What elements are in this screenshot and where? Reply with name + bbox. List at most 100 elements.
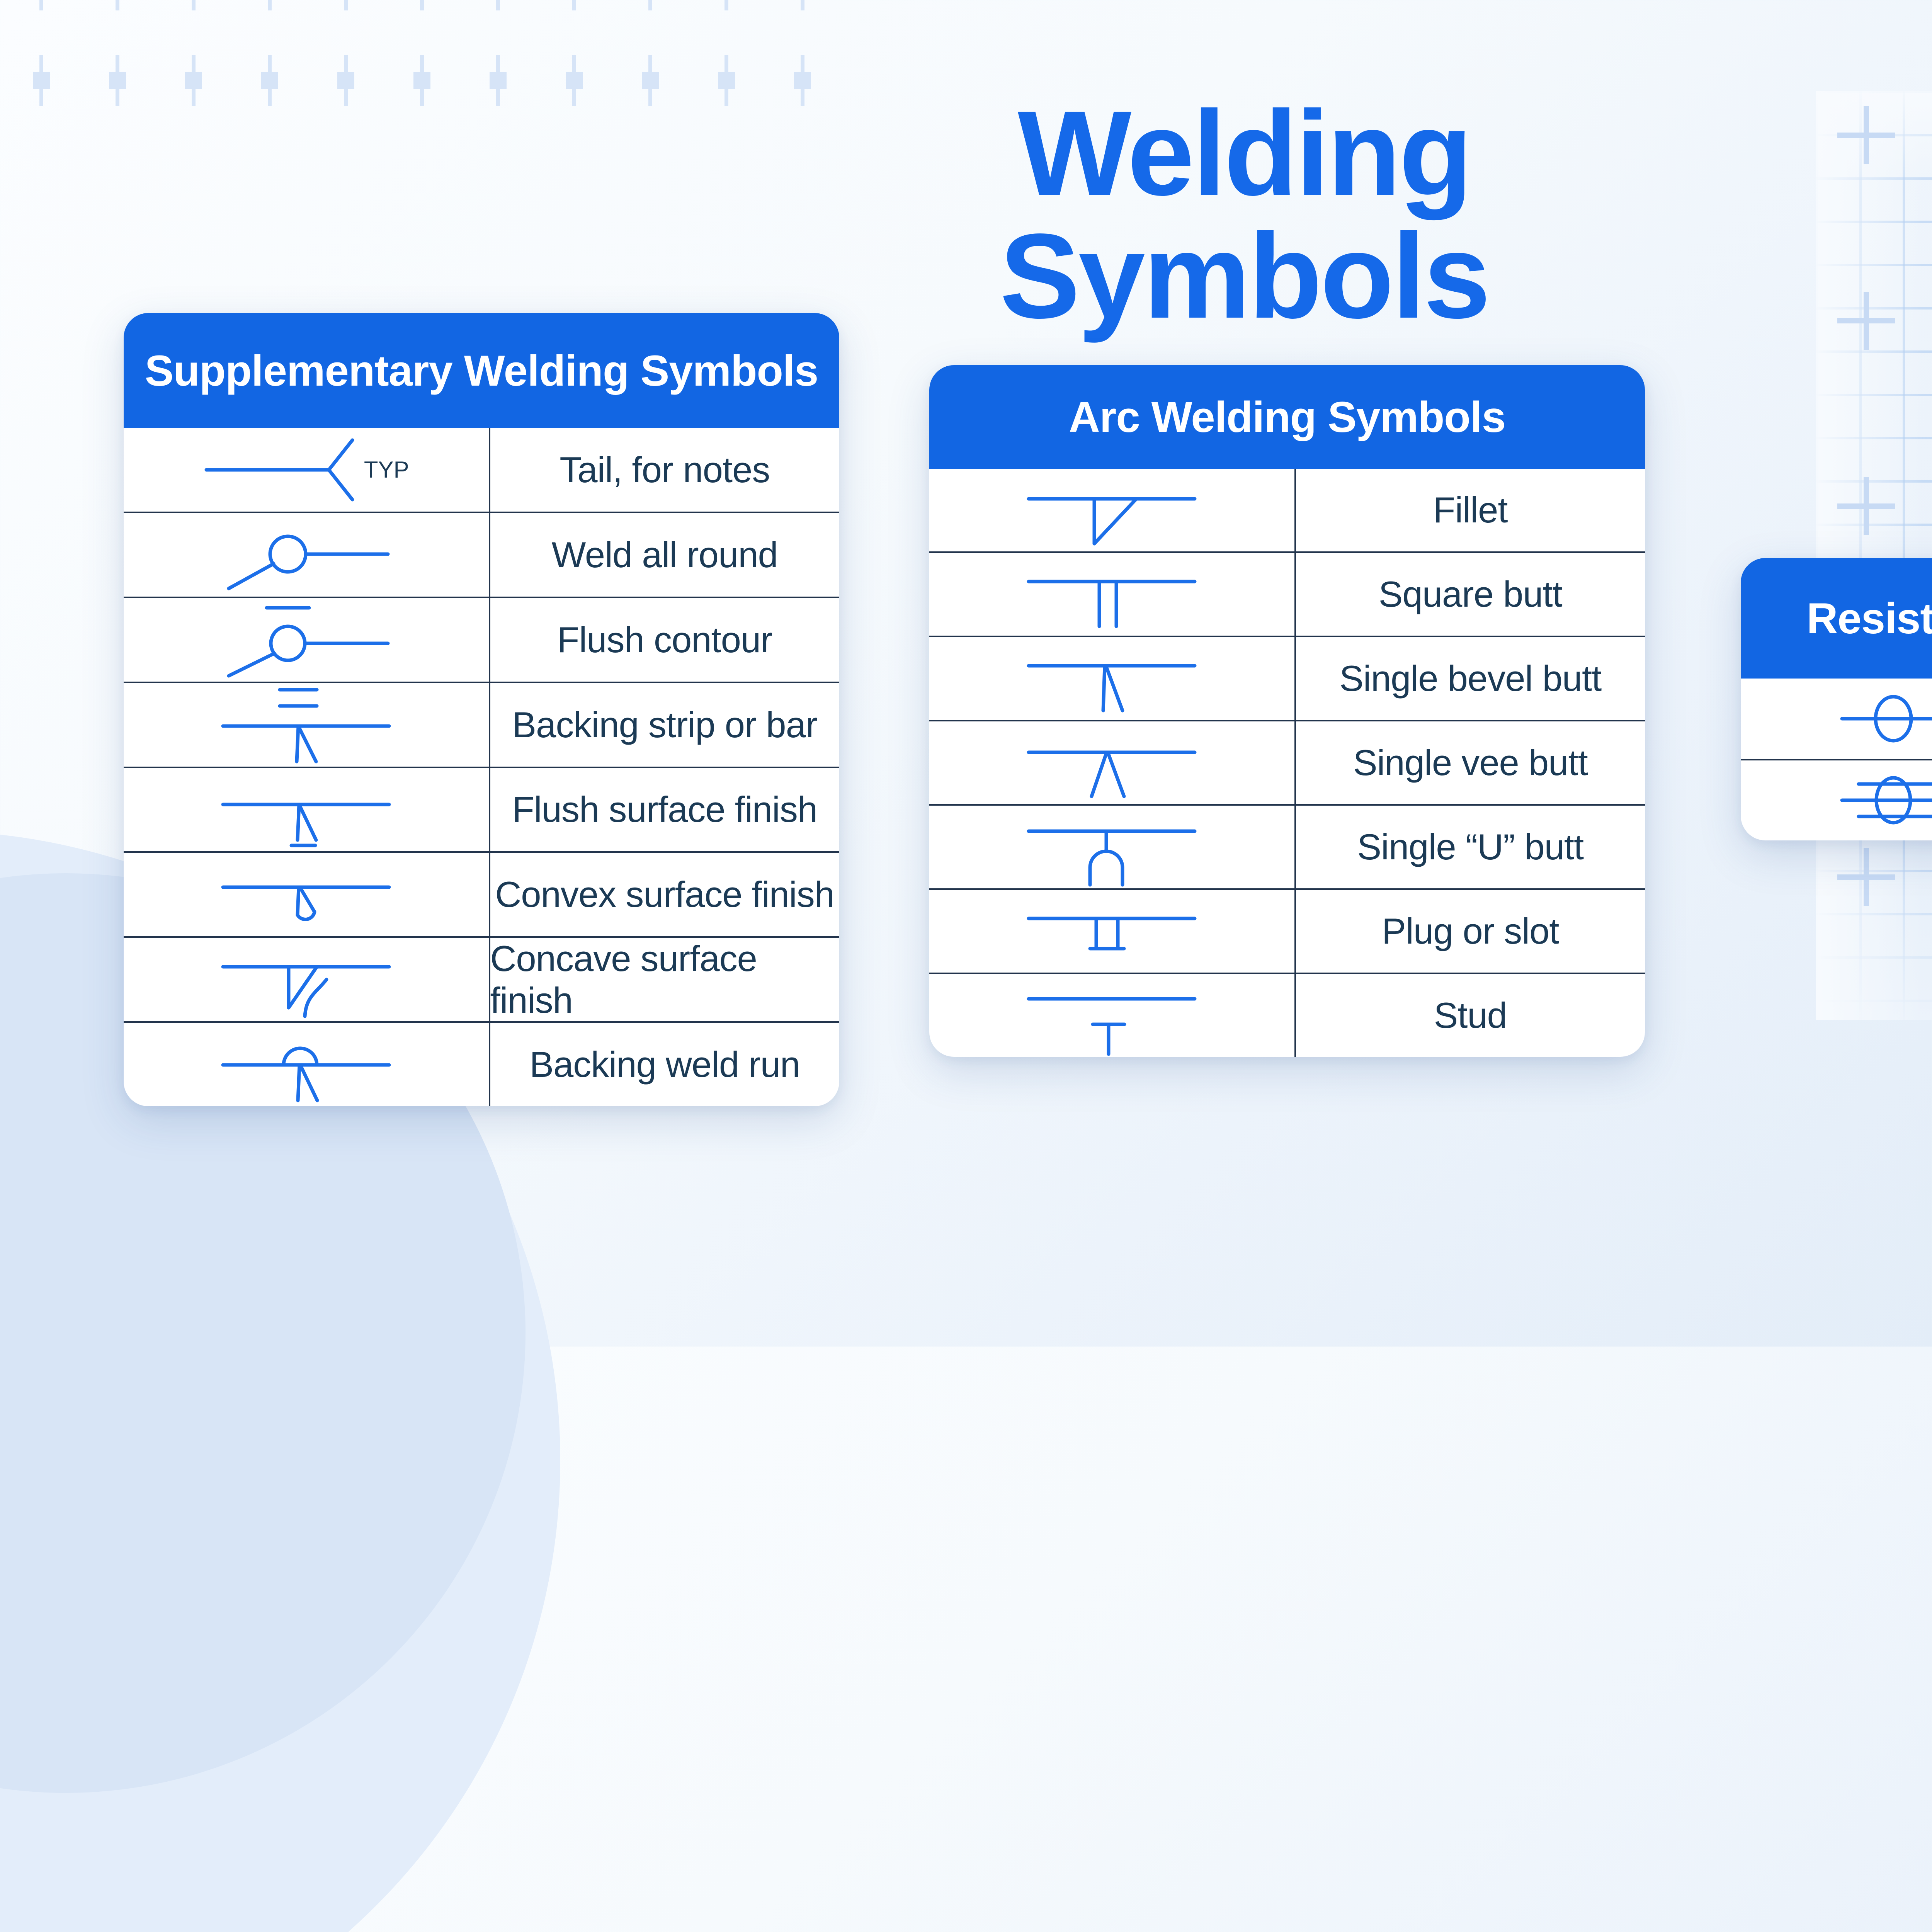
plus-icon [479,55,517,106]
backing-strip-or-bar-symbol-icon [221,688,391,764]
table-title: Resistance Welding Symbols [1741,558,1932,679]
table-row: Single bevel butt [929,636,1645,720]
symbol-cell [929,806,1296,888]
table-row: Flush surface finish [124,766,839,852]
plus-stub-icon [192,0,196,10]
table-row: Spot [1741,679,1932,759]
symbol-label: Concave surface finish [490,938,757,1021]
table-row: Weld all round [124,511,839,597]
symbol-label: Tail, for notes [560,449,770,490]
plus-icon [250,55,289,106]
symbol-label: Weld all round [551,534,778,575]
weld-all-round-symbol-icon [227,534,390,590]
plus-stub-icon [648,0,652,10]
symbol-cell [124,598,490,682]
stud-symbol-icon [1027,997,1197,1056]
plus-stub-icon [344,0,348,10]
symbol-label: Square butt [1378,574,1563,614]
symbol-label: Fillet [1433,490,1508,530]
table-row: Backing strip or bar [124,681,839,767]
symbol-label: Stud [1434,995,1507,1036]
table-row: Single vee butt [929,720,1645,804]
table-row: Backing weld run [124,1021,839,1106]
plus-stub-icon [116,0,119,10]
plus-stub-icon [420,0,424,10]
plus-icon [98,55,137,106]
grid-plus-icon [1837,477,1895,535]
grid-plus-icon [1837,292,1895,350]
tail-symbol-icon [204,438,354,502]
table-row: Seam [1741,759,1932,841]
plus-icon [555,55,594,106]
flush-surface-finish-symbol-icon [221,803,391,847]
symbol-label: Backing weld run [529,1044,800,1085]
symbol-label: Single bevel butt [1339,658,1602,699]
spot-symbol-icon [1840,695,1932,743]
supplementary-welding-symbols-table: Supplementary Welding Symbols TYP Tail, … [124,313,839,1106]
symbol-cell [929,890,1296,973]
symbol-label: Convex surface finish [495,874,835,915]
square-butt-symbol-icon [1027,580,1197,628]
table-rows: Spot Seam [1741,679,1932,840]
symbol-label: Plug or slot [1382,911,1559,951]
symbol-cell [929,721,1296,804]
symbol-label: Flush contour [557,619,773,660]
plus-icon [403,55,441,106]
table-title: Arc Welding Symbols [929,365,1645,469]
symbol-cell [1741,760,1932,841]
table-row: TYP Tail, for notes [124,428,839,512]
plus-sign-row [22,0,911,112]
symbol-label: Flush surface finish [512,789,818,830]
symbol-cell [929,637,1296,720]
plus-stub-icon [39,0,43,10]
single-vee-butt-symbol-icon [1027,750,1197,798]
plus-stub-icon [801,0,804,10]
table-rows: Fillet Square butt Single bevel butt [929,469,1645,1057]
fillet-symbol-icon [1027,497,1197,546]
symbol-cell [124,513,490,597]
arc-welding-symbols-table: Arc Welding Symbols Fillet Square butt [929,365,1645,1057]
symbol-cell [929,974,1296,1057]
plus-stub-icon [496,0,500,10]
table-row: Stud [929,973,1645,1057]
blueprint-grid-fade [1816,91,1932,1020]
typ-note: TYP [364,457,409,483]
plus-stub-icon [572,0,576,10]
plus-icon [707,55,746,106]
table-row: Convex surface finish [124,851,839,937]
plus-icon [22,55,61,106]
grid-plus-markers [1816,91,1932,1020]
plus-icon [783,55,822,106]
symbol-cell [124,683,490,767]
flush-contour-symbol-icon [227,606,390,678]
plus-icon [631,55,670,106]
plus-stub-icon [724,0,728,10]
symbol-label: Single vee butt [1353,742,1588,783]
table-row: Square butt [929,551,1645,636]
grid-plus-icon [1837,106,1895,164]
table-rows: TYP Tail, for notes Weld all round Flush… [124,428,839,1106]
plus-stub-icon [268,0,272,10]
symbol-cell [124,768,490,852]
symbol-cell [1741,679,1932,759]
single-u-butt-symbol-icon [1027,829,1197,886]
table-title: Supplementary Welding Symbols [124,313,839,428]
table-row: Plug or slot [929,888,1645,973]
symbol-cell [929,469,1296,551]
symbol-cell [929,553,1296,636]
symbol-cell [124,938,490,1022]
plus-icon [327,55,365,106]
table-row: Single “U” butt [929,804,1645,888]
page-title: Welding Symbols [1000,86,1490,344]
seam-symbol-icon [1840,776,1932,825]
plug-or-slot-symbol-icon [1027,917,1197,951]
table-row: Flush contour [124,596,839,682]
plus-icon [174,55,213,106]
symbol-cell: TYP [124,428,490,512]
symbol-label: Backing strip or bar [512,704,818,745]
symbol-cell [124,1023,490,1106]
resistance-welding-symbols-table: Resistance Welding Symbols Spot Seam [1741,558,1932,840]
table-row: Concave surface finish [124,936,839,1022]
single-bevel-butt-symbol-icon [1027,664,1197,713]
symbol-label: Single “U” butt [1357,827,1584,867]
